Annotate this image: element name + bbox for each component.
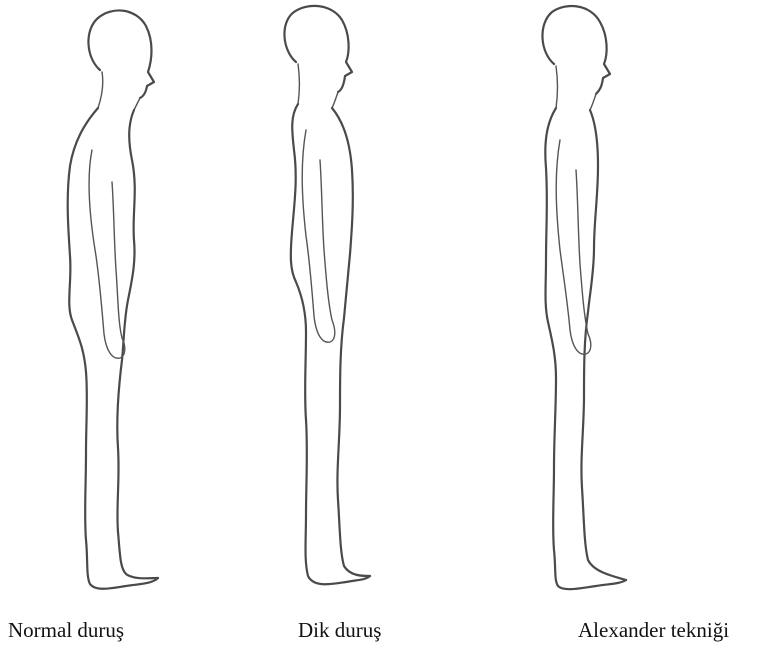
upright-arm xyxy=(302,130,335,342)
figure-upright-posture xyxy=(284,6,370,584)
normal-neck xyxy=(98,72,140,110)
figure-normal-posture xyxy=(68,10,158,588)
figure-alexander-technique xyxy=(542,6,626,589)
alexander-front xyxy=(581,110,626,580)
alexander-arm xyxy=(556,140,591,354)
normal-arm xyxy=(89,150,125,358)
normal-head xyxy=(88,10,154,98)
upright-neck xyxy=(298,64,338,108)
posture-illustration xyxy=(0,0,774,610)
upright-head xyxy=(284,6,352,92)
alexander-head xyxy=(542,6,610,94)
caption-alexander-technique: Alexander tekniği xyxy=(578,618,729,642)
posture-figures-svg xyxy=(0,0,774,610)
caption-upright-posture: Dik duruş xyxy=(298,618,381,642)
normal-back xyxy=(68,108,158,589)
normal-front xyxy=(117,110,158,578)
caption-normal-posture: Normal duruş xyxy=(8,618,124,642)
alexander-neck xyxy=(556,66,596,110)
upright-front xyxy=(332,108,370,576)
